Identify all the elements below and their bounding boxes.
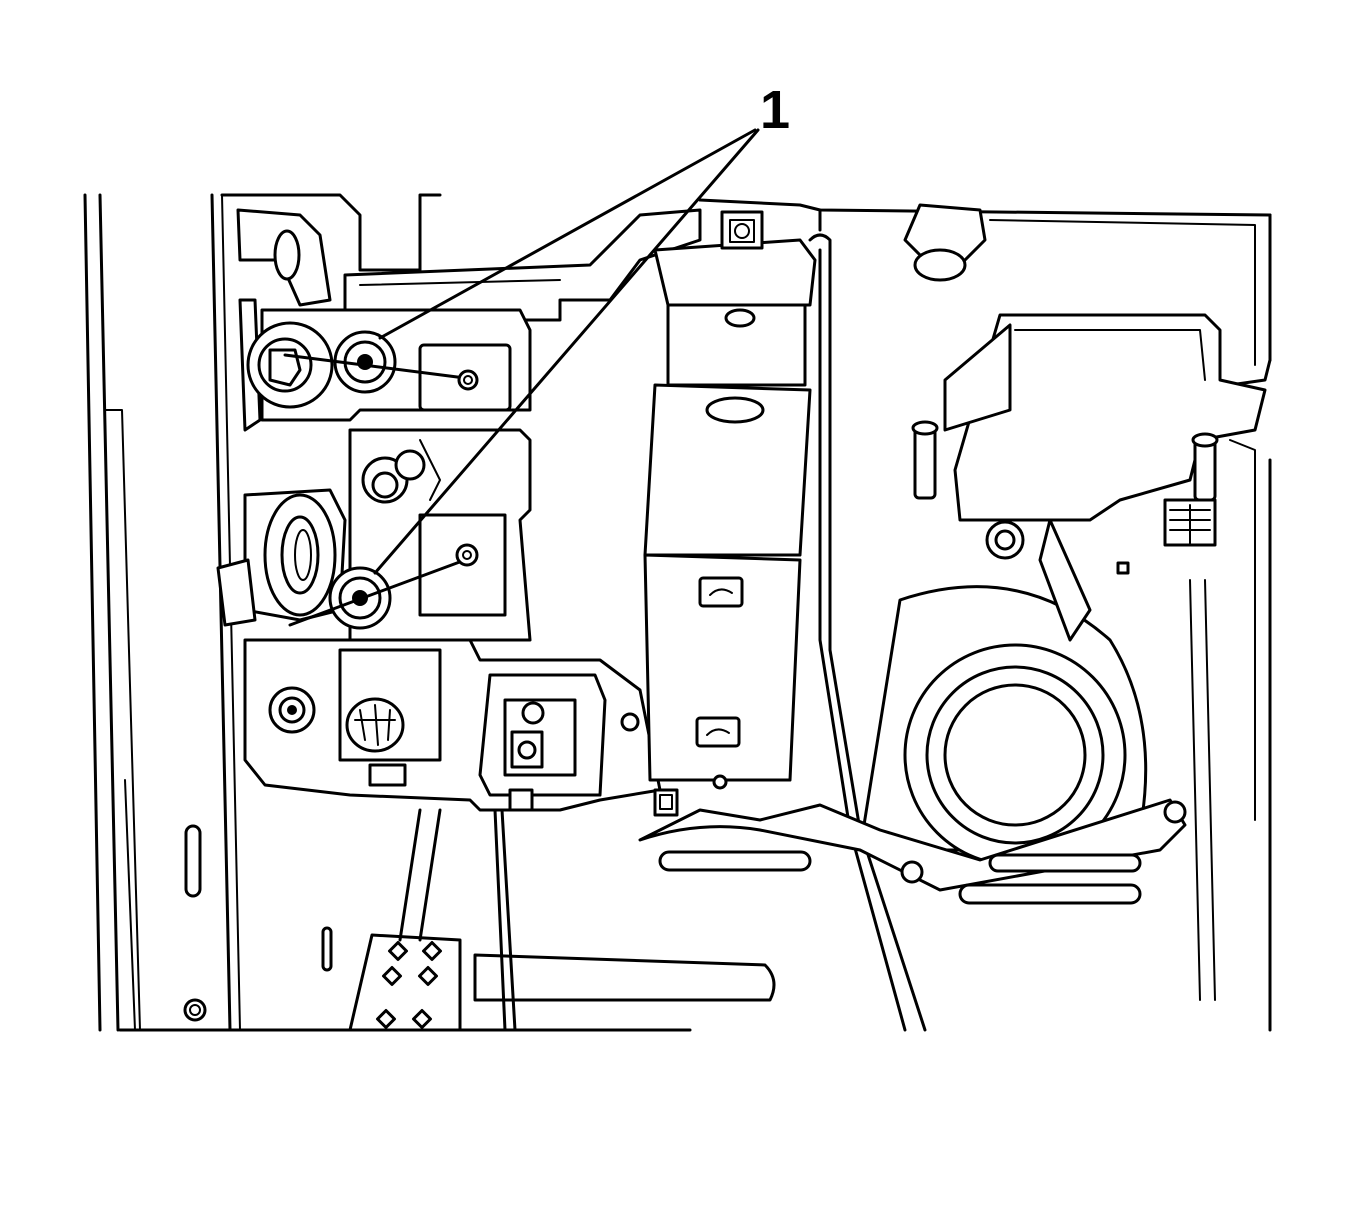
callout-leaders: [373, 128, 760, 575]
lower-bracket: [243, 638, 679, 817]
upper-bracket: [236, 208, 702, 432]
brake-booster-area: [638, 518, 1187, 905]
cable: [808, 233, 927, 1032]
accelerator-pedal: [348, 808, 776, 1032]
callout-label-1: 1: [760, 80, 790, 140]
dash-panel: [118, 193, 1272, 1032]
callout-1-nuts: [283, 330, 479, 630]
column-shroud: [643, 210, 817, 782]
right-assembly: [903, 203, 1267, 575]
